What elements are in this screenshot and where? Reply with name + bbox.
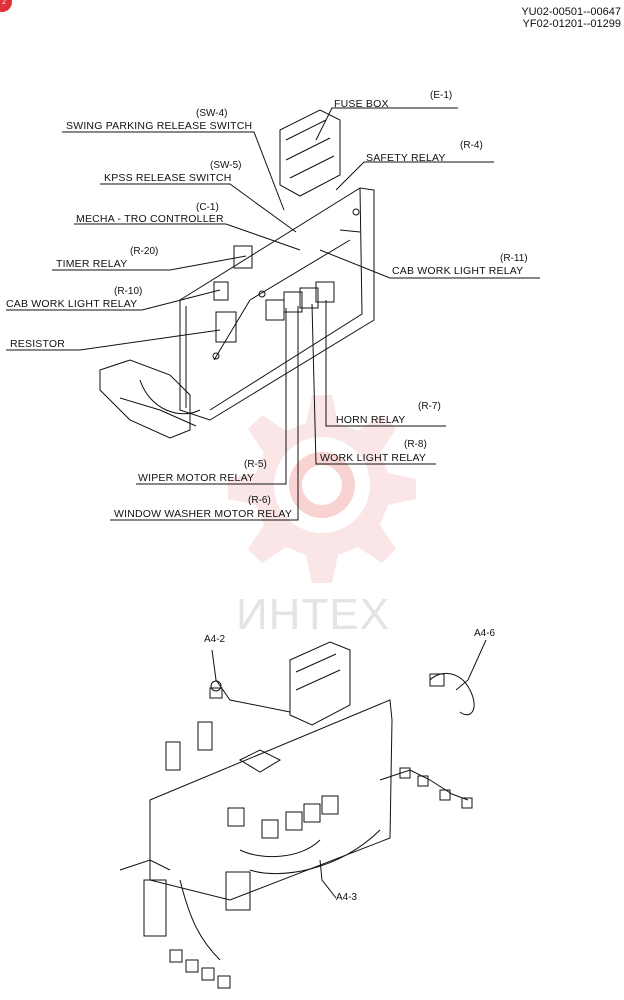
code-safety-relay: (R-4) [460, 140, 483, 151]
code-timer-relay: (R-20) [130, 246, 159, 257]
code-mecha-tro-controller: (C-1) [196, 202, 219, 213]
label-a4-6: A4-6 [474, 628, 496, 639]
label-resistor: RESISTOR [10, 338, 66, 350]
label-wiper-motor-relay: WIPER MOTOR RELAY [138, 472, 255, 484]
label-a4-3: A4-3 [336, 892, 358, 903]
label-work-light-relay: WORK LIGHT RELAY [320, 452, 427, 464]
label-kpss-release-switch: KPSS RELEASE SWITCH [104, 172, 232, 184]
label-timer-relay: TIMER RELAY [56, 258, 128, 270]
code-wiper-motor-relay: (R-5) [244, 459, 267, 470]
code-window-washer-motor-relay: (R-6) [248, 495, 271, 506]
page-badge: 2 [0, 0, 12, 12]
label-safety-relay: SAFETY RELAY [366, 152, 446, 164]
label-horn-relay: HORN RELAY [336, 414, 406, 426]
label-cab-work-light-relay-r11: CAB WORK LIGHT RELAY [392, 265, 524, 277]
code-horn-relay: (R-7) [418, 401, 441, 412]
code-cab-work-light-relay-r10: (R-10) [114, 286, 143, 297]
label-swing-parking-release-switch: SWING PARKING RELEASE SWITCH [66, 120, 253, 132]
serial-range-2: YF02-01201--01299 [522, 18, 621, 30]
label-cab-work-light-relay-r10: CAB WORK LIGHT RELAY [6, 298, 138, 310]
label-a4-2: A4-2 [204, 634, 226, 645]
code-kpss-release-switch: (SW-5) [210, 160, 242, 171]
code-work-light-relay: (R-8) [404, 439, 427, 450]
label-mecha-tro-controller: MECHA - TRO CONTROLLER [76, 213, 224, 225]
code-swing-parking-release-switch: (SW-4) [196, 108, 228, 119]
label-window-washer-motor-relay: WINDOW WASHER MOTOR RELAY [114, 508, 293, 520]
label-fuse-box: FUSE BOX [334, 98, 389, 110]
watermark-gear-logo [228, 395, 416, 583]
code-fuse-box: (E-1) [430, 90, 453, 101]
serial-range-1: YU02-00501--00647 [521, 6, 621, 18]
watermark-text: ИНТЕХ [236, 590, 390, 639]
code-cab-work-light-relay-r11: (R-11) [500, 253, 528, 264]
